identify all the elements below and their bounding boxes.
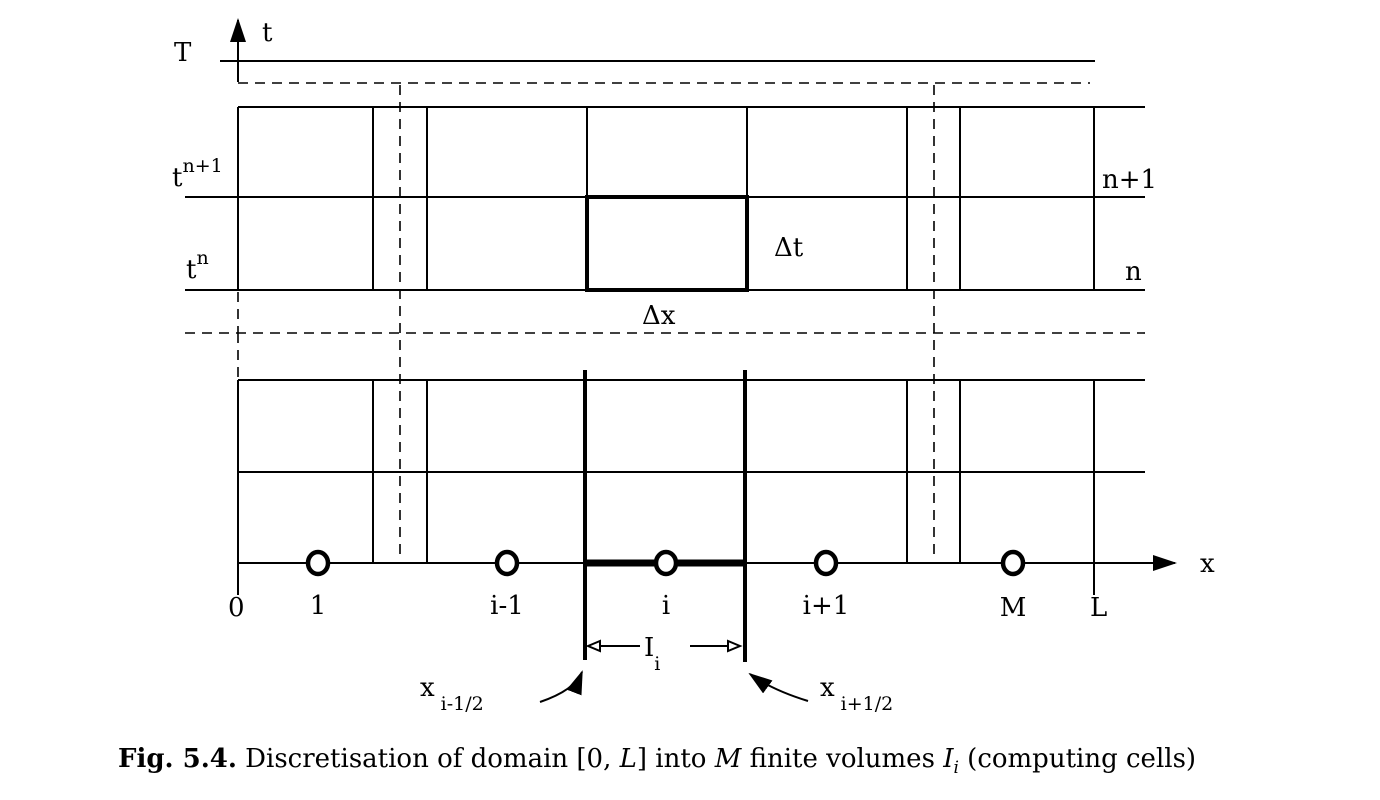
label-L: L [1090, 593, 1107, 623]
label-cell-i+1: i+1 [803, 591, 850, 621]
cell-width-arrows [585, 639, 743, 653]
label-I-i: Ii [644, 633, 660, 675]
label-row-n: n [1125, 257, 1142, 287]
label-cell-i: i [662, 591, 670, 621]
label-zero: 0 [228, 593, 245, 623]
curved-arrow-right [748, 672, 809, 702]
curved-arrow-left [539, 670, 583, 703]
label-t-n: tn [186, 247, 209, 285]
label-cell-i-1: i-1 [490, 591, 524, 621]
figure-caption: Fig. 5.4. Discretisation of domain [0, L… [118, 744, 1197, 779]
label-cell-1: 1 [310, 591, 327, 621]
label-x-i-minus-half: xi-1/2 [420, 673, 484, 715]
label-x-i-plus-half: xi+1/2 [820, 673, 893, 715]
label-t-axis: t [262, 18, 273, 48]
label-cell-M: M [1000, 593, 1027, 623]
label-x-axis: x [1200, 549, 1215, 579]
label-delta-x: Δx [642, 301, 676, 331]
label-t-n1: tn+1 [172, 155, 223, 193]
cell-centers [305, 549, 1026, 577]
label-delta-t: Δt [774, 233, 804, 263]
label-T: T [174, 38, 192, 68]
label-row-n1: n+1 [1102, 165, 1157, 195]
highlighted-cell [585, 195, 749, 292]
dashed-outline [185, 82, 1145, 560]
lower-grid [237, 379, 1145, 595]
